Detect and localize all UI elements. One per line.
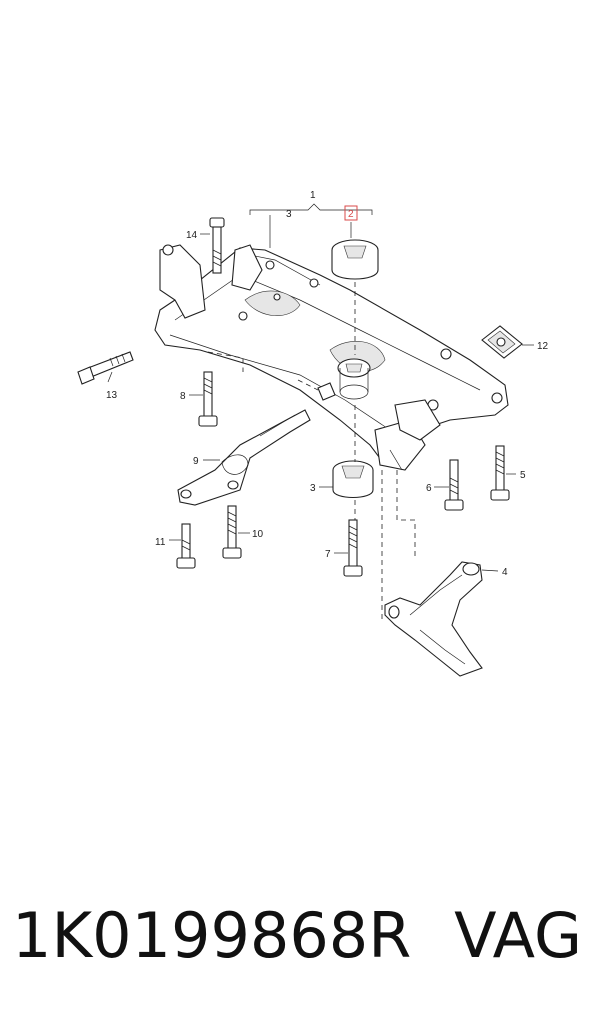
exploded-parts-diagram: 1 2 3 14 12 13 8 9 3 6 5 10 11 7 4 (77, 190, 549, 677)
callout-6: 6 (426, 483, 432, 494)
diagram-svg: 1 2 3 14 12 13 8 9 3 6 5 10 11 7 4 (77, 190, 549, 677)
bolt-14 (209, 217, 225, 274)
callout-11: 11 (155, 537, 166, 548)
bolt-13 (77, 351, 134, 385)
callouts: 1 2 3 14 12 13 8 9 3 6 5 10 11 7 4 (106, 190, 549, 578)
callout-5: 5 (520, 470, 526, 481)
subframe-bushing (337, 358, 371, 400)
plate-12 (481, 325, 523, 359)
part-number: 1K0199868R (12, 898, 412, 972)
callout-8: 8 (180, 391, 186, 402)
bolt-7 (343, 519, 363, 577)
part-caption: 1K0199868R VAG (0, 890, 600, 980)
bolt-8 (198, 371, 218, 427)
callout-7: 7 (325, 549, 331, 560)
bolt-5 (490, 445, 510, 501)
bushing-part-3 (332, 460, 374, 499)
bolt-11 (176, 523, 196, 569)
group-bracket-1 (249, 203, 373, 215)
bolt-10 (222, 505, 242, 559)
callout-10: 10 (252, 529, 264, 540)
bolt-6 (444, 459, 464, 511)
callout-1: 1 (310, 190, 316, 201)
callout-3-bushing: 3 (310, 483, 316, 494)
callout-2-highlight (344, 205, 358, 221)
brand-name: VAG (454, 898, 582, 972)
callout-14: 14 (186, 230, 198, 241)
control-arm-4 (384, 561, 483, 677)
torque-arm-9 (177, 409, 311, 506)
callout-9: 9 (193, 456, 199, 467)
callout-2: 2 (348, 209, 354, 220)
callout-12: 12 (537, 341, 549, 352)
callout-13: 13 (106, 390, 118, 401)
callout-3-subframe: 3 (286, 209, 292, 220)
callout-4: 4 (502, 567, 508, 578)
bushing-part-2 (331, 239, 379, 280)
subframe (154, 244, 509, 471)
leader-lines (107, 215, 534, 572)
assembly-lines (207, 282, 416, 620)
